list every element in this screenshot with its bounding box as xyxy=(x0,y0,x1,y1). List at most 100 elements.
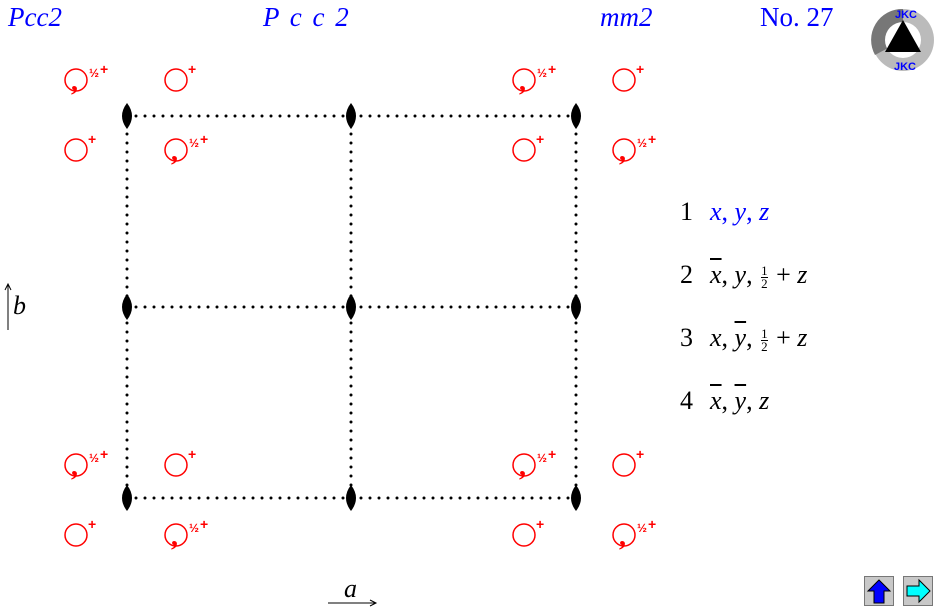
circle-icon xyxy=(164,523,188,547)
comma-icon: , xyxy=(171,136,178,167)
comma-icon: , xyxy=(619,136,626,167)
circle-icon xyxy=(612,453,636,477)
position-symbol: + xyxy=(612,61,644,92)
circle-icon xyxy=(164,68,188,92)
arrow-right-icon xyxy=(906,578,931,604)
sign-label: + xyxy=(188,446,196,462)
twofold-axis-icon xyxy=(122,103,132,129)
circle-icon xyxy=(512,523,536,547)
sign-label: + xyxy=(548,61,556,77)
circle-icon xyxy=(164,138,188,162)
position-symbol: , ½+ xyxy=(612,131,656,167)
comma-icon: , xyxy=(519,66,526,97)
position-symbol: , ½+ xyxy=(612,516,656,552)
twofold-axis-icon xyxy=(346,294,356,320)
sign-label: + xyxy=(548,446,556,462)
sign-label: + xyxy=(100,446,108,462)
svg-text:JKC: JKC xyxy=(894,61,916,73)
circle-icon xyxy=(612,523,636,547)
circle-icon xyxy=(512,453,536,477)
sign-label: + xyxy=(636,446,644,462)
arrow-up-icon xyxy=(866,579,892,604)
position-symbol: + xyxy=(612,446,644,477)
sign-label: + xyxy=(188,61,196,77)
twofold-axis-icon xyxy=(346,103,356,129)
position-symbol: + xyxy=(64,516,96,547)
circle-icon xyxy=(164,453,188,477)
circle-icon xyxy=(64,68,88,92)
twofold-axis-icon xyxy=(571,485,581,511)
position-number: 2 xyxy=(680,260,693,289)
height-label: ½ xyxy=(189,521,199,535)
jkc-logo: JKC JKC xyxy=(871,8,934,73)
position-symbol: + xyxy=(512,131,544,162)
short-symbol: Pcc2 xyxy=(8,2,62,32)
sign-label: + xyxy=(648,516,656,532)
circle-icon xyxy=(512,138,536,162)
next-button[interactable] xyxy=(903,576,933,606)
up-button[interactable] xyxy=(864,576,894,606)
sign-label: + xyxy=(88,516,96,532)
position-symbol: , ½+ xyxy=(164,516,208,552)
circle-icon xyxy=(64,523,88,547)
sign-label: + xyxy=(88,131,96,147)
sign-label: + xyxy=(536,516,544,532)
sign-label: + xyxy=(648,131,656,147)
group-number: No. 27 xyxy=(760,2,834,32)
coordinate-triplet: 1 x, y, z xyxy=(680,197,769,227)
height-label: ½ xyxy=(637,136,647,150)
sign-label: + xyxy=(636,61,644,77)
comma-icon: , xyxy=(71,66,78,97)
b-axis-label: b xyxy=(13,291,26,320)
twofold-axis-icon xyxy=(346,485,356,511)
twofold-axis-icon xyxy=(122,294,132,320)
circle-icon xyxy=(64,453,88,477)
position-symbol: + xyxy=(512,516,544,547)
circle-icon xyxy=(612,138,636,162)
position-number: 1 xyxy=(680,197,693,226)
position-symbol: , ½+ xyxy=(512,61,556,97)
twofold-axis-icon xyxy=(571,294,581,320)
position-coordinates: x, y, z xyxy=(710,197,770,226)
position-symbol: + xyxy=(64,131,96,162)
comma-icon: , xyxy=(71,451,78,482)
height-label: ½ xyxy=(89,451,99,465)
position-symbol: , ½+ xyxy=(64,61,108,97)
twofold-axis-icon xyxy=(122,485,132,511)
sign-label: + xyxy=(200,516,208,532)
comma-icon: , xyxy=(519,451,526,482)
a-axis-label: a xyxy=(344,574,357,603)
full-symbol: P c c 2 xyxy=(263,2,351,32)
height-label: ½ xyxy=(189,136,199,150)
sign-label: + xyxy=(536,131,544,147)
position-symbol: + xyxy=(164,61,196,92)
position-number: 4 xyxy=(680,386,693,415)
sign-label: + xyxy=(200,131,208,147)
sign-label: + xyxy=(100,61,108,77)
position-symbol: , ½+ xyxy=(164,131,208,167)
svg-text:JKC: JKC xyxy=(895,9,917,21)
circle-icon xyxy=(612,68,636,92)
position-symbol: + xyxy=(164,446,196,477)
twofold-axis-icon xyxy=(571,103,581,129)
point-group: mm2 xyxy=(600,2,653,32)
height-label: ½ xyxy=(637,521,647,535)
position-symbol: , ½+ xyxy=(512,446,556,482)
height-label: ½ xyxy=(537,66,547,80)
position-symbol: , ½+ xyxy=(64,446,108,482)
comma-icon: , xyxy=(171,521,178,552)
comma-icon: , xyxy=(619,521,626,552)
position-number: 3 xyxy=(680,323,693,352)
circle-icon xyxy=(64,138,88,162)
height-label: ½ xyxy=(537,451,547,465)
position-coordinates: x, y, z xyxy=(710,386,770,415)
coordinate-triplet: 4 x, y, z xyxy=(680,386,769,416)
height-label: ½ xyxy=(89,66,99,80)
